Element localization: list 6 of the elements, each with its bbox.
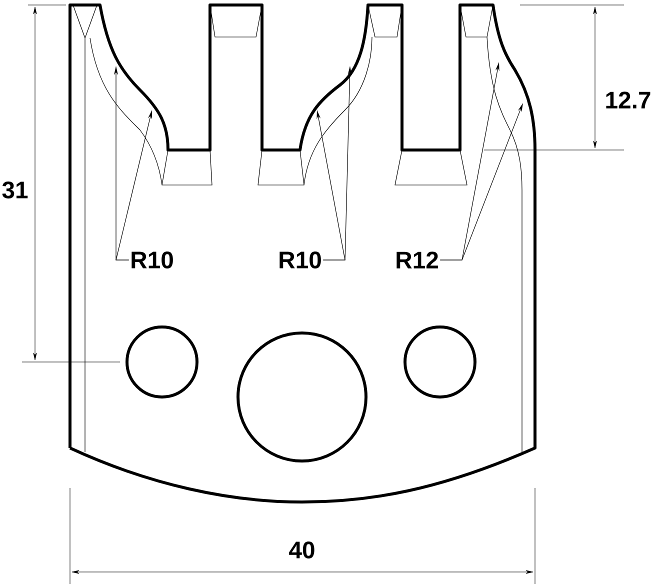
dimension-label: 12.7	[606, 92, 650, 108]
radius-label: R10	[280, 252, 321, 268]
radius-label: R10	[132, 252, 173, 268]
dimension-label: 40	[289, 542, 314, 558]
radius-label: R12	[396, 252, 438, 268]
dimension-label: 31	[2, 182, 28, 198]
